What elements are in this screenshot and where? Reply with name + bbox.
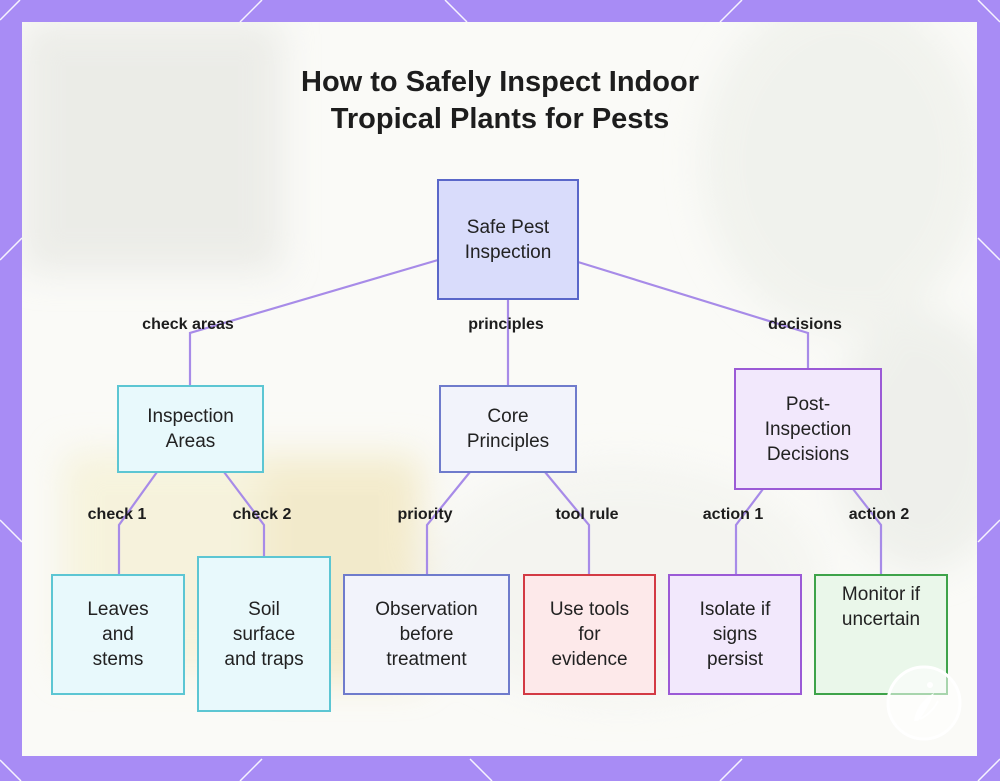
- edge-label-check-2: check 2: [232, 506, 292, 523]
- plant-logo-icon: [886, 665, 962, 741]
- edge-decisions-monitor: [852, 488, 883, 575]
- edge-label-principles: principles: [468, 316, 544, 333]
- node-inspection-areas: Inspection Areas: [117, 385, 264, 473]
- edge-label-action-1: action 1: [702, 506, 764, 523]
- diagram-title: How to Safely Inspect Indoor Tropical Pl…: [0, 64, 1000, 138]
- node-observation-before-treatment: Observation before treatment: [343, 574, 510, 695]
- edge-root-decisions: [577, 260, 810, 369]
- node-soil-surface-and-traps: Soil surface and traps: [197, 556, 331, 712]
- edge-principles-observation: [425, 471, 471, 575]
- node-monitor-if-uncertain: Monitor if uncertain: [814, 574, 948, 695]
- node-post-inspection-decisions: Post- Inspection Decisions: [734, 368, 882, 490]
- edge-label-check-1: check 1: [87, 506, 147, 523]
- edge-label-check-areas: check areas: [142, 316, 234, 333]
- edge-label-action-2: action 2: [848, 506, 910, 523]
- node-use-tools-for-evidence: Use tools for evidence: [523, 574, 656, 695]
- edge-decisions-isolate: [734, 488, 764, 575]
- node-isolate-if-signs-persist: Isolate if signs persist: [668, 574, 802, 695]
- edge-areas-soil: [223, 471, 266, 557]
- title-line-2: Tropical Plants for Pests: [330, 103, 670, 135]
- title-line-1: How to Safely Inspect Indoor: [301, 66, 699, 98]
- edge-principles-tools: [544, 471, 591, 575]
- edge-root-areas: [188, 258, 439, 386]
- edge-label-tool-rule: tool rule: [555, 506, 619, 523]
- node-safe-pest-inspection: Safe Pest Inspection: [437, 179, 579, 300]
- node-core-principles: Core Principles: [439, 385, 577, 473]
- edge-label-priority: priority: [397, 506, 453, 523]
- node-leaves-and-stems: Leaves and stems: [51, 574, 185, 695]
- edge-areas-leaves: [117, 471, 158, 575]
- edge-label-decisions: decisions: [768, 316, 842, 333]
